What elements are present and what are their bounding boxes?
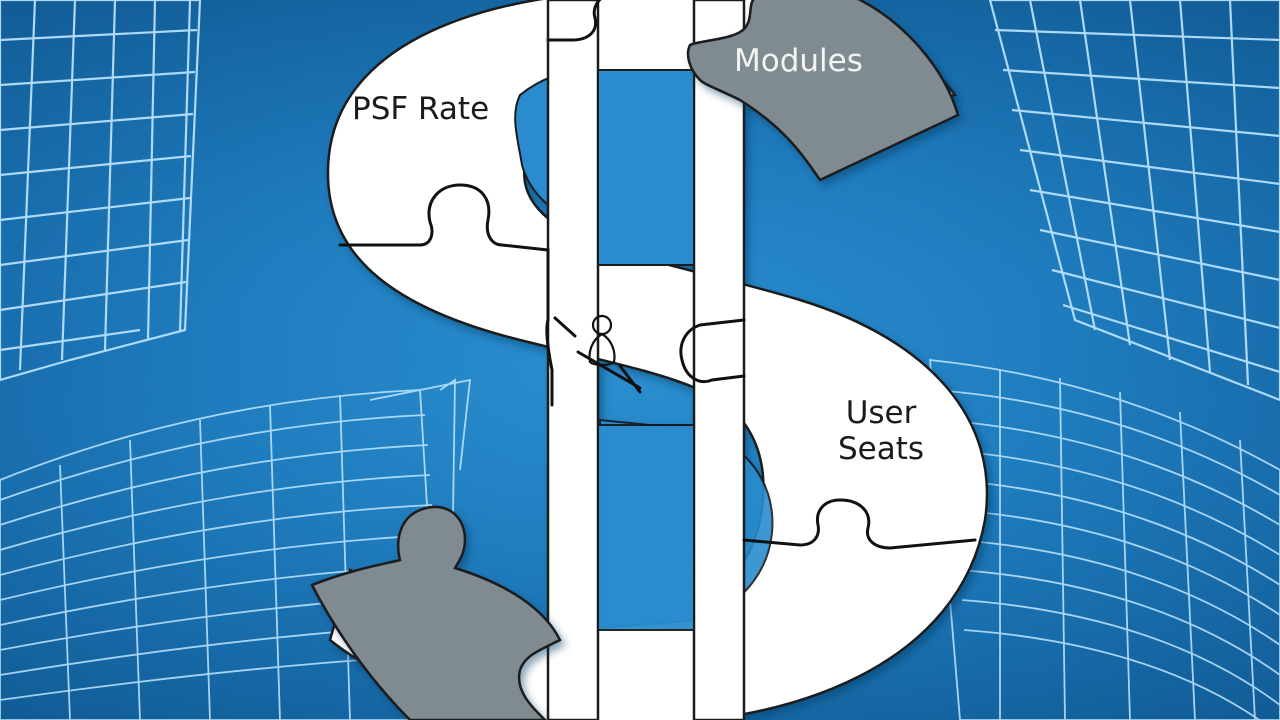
label-user-seats: User Seats — [838, 395, 925, 467]
wireframe-building-right — [988, 0, 1280, 402]
wireframe-building-lower-right — [929, 358, 1280, 720]
puzzle-seams — [338, 0, 977, 550]
label-modules-text: Modules — [734, 43, 863, 79]
label-modules: Modules — [734, 43, 863, 80]
label-user-seats-line2: Seats — [838, 430, 925, 467]
label-psf-rate: PSF Rate — [352, 91, 490, 128]
magnifier-icon — [553, 316, 642, 394]
puzzle-piece-modules — [686, 0, 960, 182]
label-user-seats-line1: User — [845, 395, 917, 431]
dollar-sign — [326, 0, 989, 720]
label-psf-rate-text: PSF Rate — [352, 91, 490, 127]
puzzle-piece-bottom-left — [310, 505, 562, 720]
wireframe-building-left — [0, 0, 202, 382]
